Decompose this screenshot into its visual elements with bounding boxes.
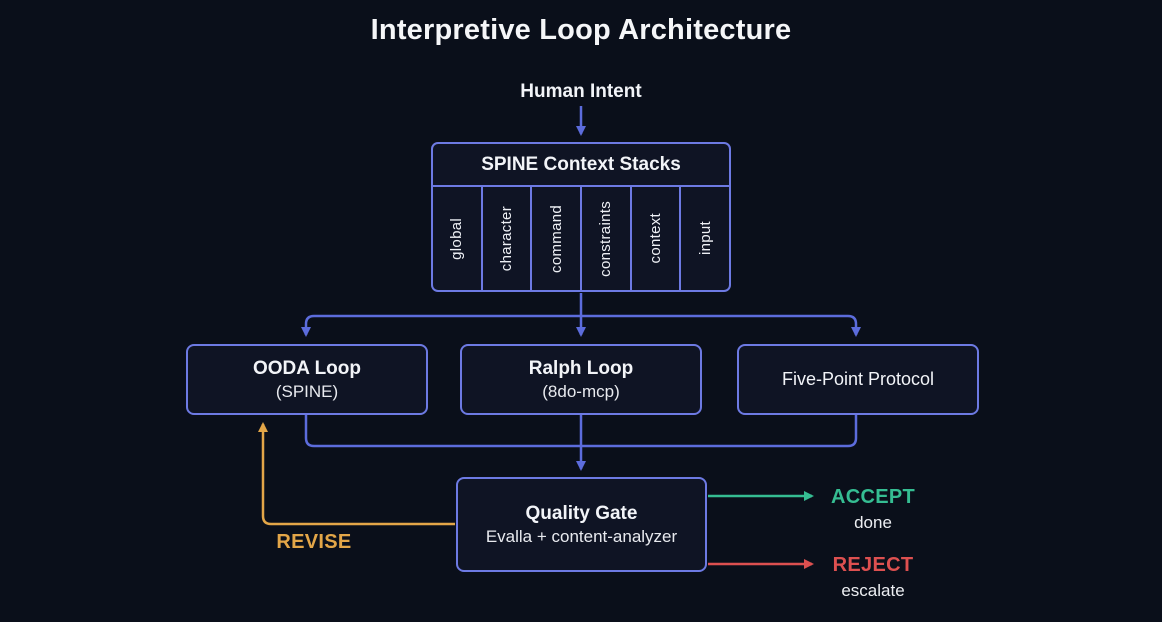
connector-spine-branch-right-arrow: [581, 314, 861, 337]
spine-cell-label: command: [547, 204, 565, 273]
quality-gate-node: Quality Gate Evalla + content-analyzer: [456, 477, 707, 572]
reject-label: REJECT: [832, 554, 914, 576]
page-title: Interpretive Loop Architecture: [370, 14, 792, 46]
spine-cell-label: global: [448, 217, 466, 260]
node-title: OODA Loop: [253, 357, 361, 379]
five-point-protocol-node: Five-Point Protocol: [737, 344, 979, 415]
node-subtitle: (SPINE): [275, 381, 339, 401]
accept-label: ACCEPT: [830, 486, 916, 508]
node-title: Quality Gate: [525, 502, 638, 524]
node-subtitle: (8do-mcp): [542, 381, 620, 401]
spine-cell-command: command: [530, 187, 580, 290]
ooda-loop-node: OODA Loop (SPINE): [186, 344, 428, 415]
spine-context-stacks-node: SPINE Context Stacks global character co…: [431, 142, 731, 292]
accept-sublabel: done: [854, 513, 892, 532]
reject-outcome: REJECT escalate: [818, 553, 928, 601]
node-subtitle: Evalla + content-analyzer: [485, 526, 678, 546]
spine-cell-context: context: [629, 187, 680, 290]
reject-sublabel: escalate: [841, 581, 905, 600]
spine-cell-global: global: [433, 187, 481, 290]
connector-merge-left: [304, 415, 581, 448]
human-intent-label: Human Intent: [520, 81, 642, 102]
spine-cell-label: constraints: [597, 200, 615, 277]
spine-stack-title: SPINE Context Stacks: [433, 144, 729, 187]
ralph-loop-node: Ralph Loop (8do-mcp): [460, 344, 702, 415]
spine-cell-label: input: [696, 221, 714, 256]
spine-cell-input: input: [679, 187, 729, 290]
connector-spine-branch-left-arrow: [301, 314, 581, 337]
spine-cell-character: character: [480, 187, 531, 290]
connector-merge-right: [581, 415, 858, 448]
spine-cell-label: context: [647, 213, 665, 264]
spine-cell-label: character: [498, 205, 515, 272]
node-title: Ralph Loop: [528, 357, 634, 379]
spine-cell-constraints: constraints: [580, 187, 630, 290]
connector-revise-arrow: [258, 422, 455, 526]
accept-outcome: ACCEPT done: [818, 485, 928, 533]
revise-label: REVISE: [276, 531, 352, 553]
node-title: Five-Point Protocol: [781, 368, 935, 389]
spine-stack-cells: global character command constraints con…: [433, 187, 729, 290]
